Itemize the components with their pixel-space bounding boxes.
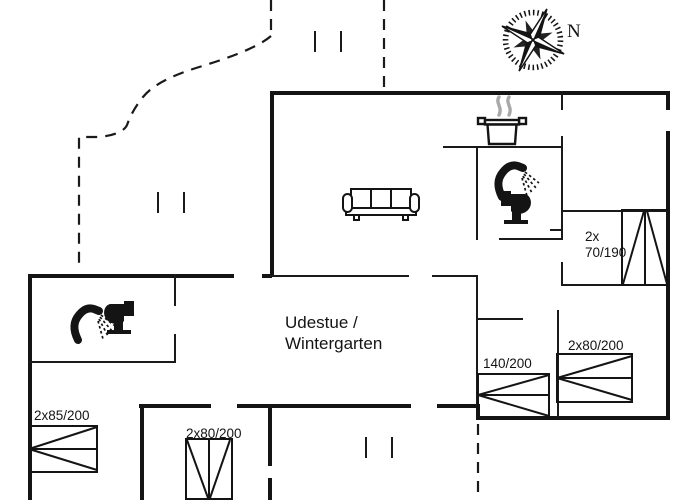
wall (28, 274, 234, 278)
bed-icon (556, 353, 633, 403)
cooking-pot-icon (476, 95, 528, 146)
wall (476, 275, 478, 406)
wall (666, 91, 670, 110)
wall (561, 136, 563, 240)
north-label: N (567, 21, 581, 42)
wall (477, 416, 670, 420)
bed-icon (621, 209, 669, 286)
bed-size-label: 2x80/200 (186, 426, 242, 441)
wall (550, 229, 563, 231)
bed-icon (477, 373, 550, 418)
post-marker (314, 31, 316, 52)
wall (437, 404, 479, 408)
wall (432, 275, 478, 277)
wall (270, 91, 670, 95)
bed-icon (185, 438, 233, 500)
wall (268, 478, 272, 500)
wall (561, 210, 668, 212)
wall (270, 275, 409, 277)
wall (270, 91, 274, 277)
wall (174, 334, 176, 363)
wall (561, 284, 668, 286)
post-marker (340, 31, 342, 52)
wall (174, 274, 176, 306)
wall (561, 91, 563, 110)
bed-size-label: 2x85/200 (34, 408, 90, 423)
toilet-icon (104, 301, 134, 334)
post-marker (365, 437, 367, 458)
post-marker (157, 192, 159, 213)
wall (443, 146, 562, 148)
wall (561, 262, 563, 286)
toilet-icon (501, 191, 531, 224)
shower-head-icon (494, 161, 540, 201)
bed-size-label: 140/200 (483, 356, 532, 371)
wall (499, 238, 562, 240)
wall (140, 404, 144, 500)
terrace-dash-curve (77, 35, 272, 268)
wall (476, 146, 478, 240)
wall (139, 404, 211, 408)
wall (262, 274, 272, 278)
post-marker (391, 437, 393, 458)
compass-rose-icon (501, 8, 565, 72)
room-label-wintergarten: Udestue /Wintergarten (285, 313, 383, 353)
wall (28, 274, 32, 500)
post-marker (183, 192, 185, 213)
sofa-icon (342, 188, 420, 221)
wall (268, 404, 272, 466)
wall (28, 361, 176, 363)
shower-head-icon (70, 304, 116, 344)
bed-size-label: 2x80/200 (568, 338, 624, 353)
wall (478, 318, 523, 320)
wall (237, 404, 411, 408)
bed-icon (28, 425, 98, 473)
